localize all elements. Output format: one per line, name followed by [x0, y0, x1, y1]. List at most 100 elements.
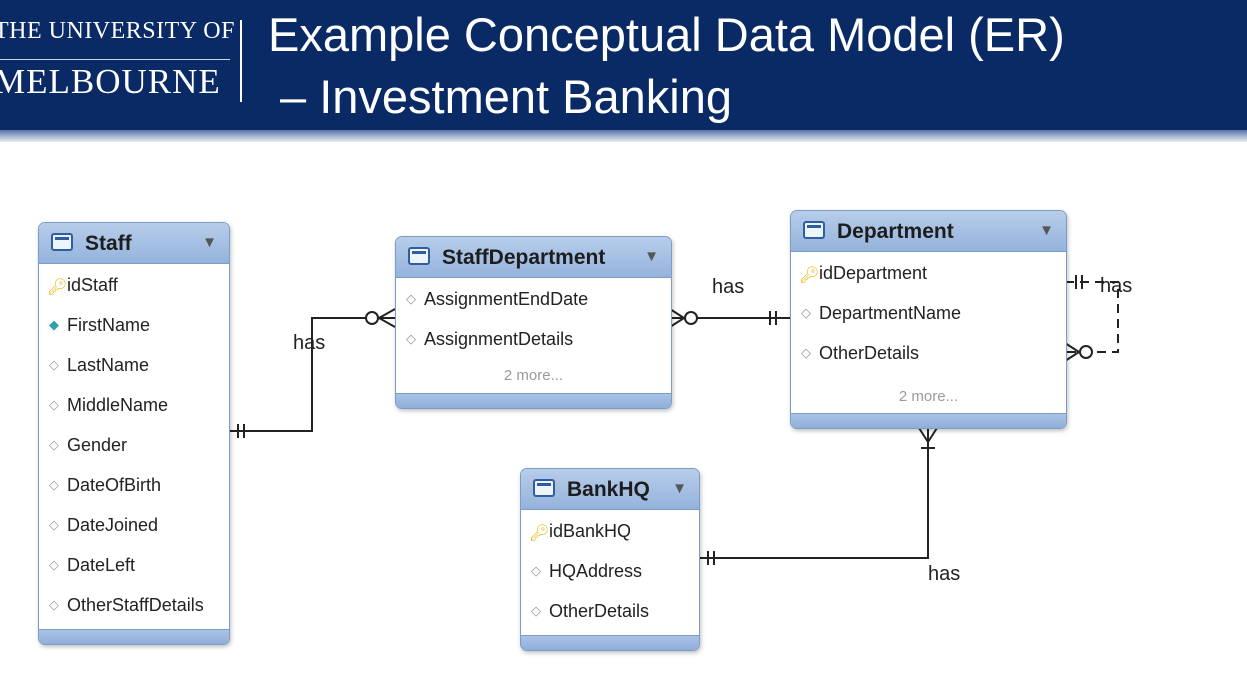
attribute-label: idBankHQ: [549, 521, 632, 541]
slide-title: Example Conceptual Data Model (ER) – Inv…: [268, 4, 1065, 128]
entity-name: StaffDepartment: [442, 246, 606, 269]
attribute-row[interactable]: ◇LastName: [39, 349, 229, 389]
attribute-row[interactable]: ◇ DateJoined: [39, 509, 229, 549]
table-icon: [533, 479, 555, 497]
entity-name: Department: [837, 220, 954, 243]
rel-line-bankhq-dept: [698, 428, 929, 559]
crow-f: [1064, 351, 1080, 362]
entity-header[interactable]: Staff ▼: [39, 223, 229, 264]
attribute-row[interactable]: ◇ DateLeft: [39, 549, 229, 589]
table-icon: [803, 221, 825, 239]
entity-header[interactable]: BankHQ ▼: [521, 469, 699, 510]
crow-b: [378, 317, 396, 328]
slide-title-line-2: – Investment Banking: [280, 70, 732, 123]
diamond-icon: ◇: [49, 517, 59, 532]
dropdown-arrow-icon[interactable]: ▼: [672, 480, 687, 497]
rel-label-staffdept-dept: has: [712, 276, 745, 298]
diamond-icon: ◇: [406, 331, 416, 346]
attribute-label: AssignmentEndDate: [424, 289, 589, 309]
dropdown-arrow-icon[interactable]: ▼: [202, 234, 217, 251]
entity-header[interactable]: StaffDepartment ▼: [396, 237, 671, 278]
university-logo: THE UNIVERSITY OF MELBOURNE: [0, 18, 234, 108]
attribute-label: DateLeft: [67, 555, 136, 575]
key-icon: 🔑︎: [47, 279, 68, 296]
slide-title-line-1: Example Conceptual Data Model (ER): [268, 8, 1065, 61]
attribute-label: FirstName: [67, 315, 151, 335]
attribute-label: DateJoined: [67, 515, 159, 535]
attribute-label: HQAddress: [549, 561, 643, 581]
attribute-row[interactable]: ◇ OtherDetails: [521, 595, 699, 635]
logo-divider: [240, 20, 242, 102]
crow-c: [669, 308, 685, 319]
attribute-row[interactable]: ◇ HQAddress: [521, 555, 699, 595]
crow-e: [1064, 342, 1080, 353]
entity-footer: [396, 393, 671, 408]
diamond-icon: ◇: [49, 357, 59, 372]
entity-footer: [521, 635, 699, 650]
attribute-row[interactable]: ◇ AssignmentDetails: [396, 323, 671, 363]
attribute-row[interactable]: ◇ DepartmentName: [791, 297, 1066, 337]
dropdown-arrow-icon[interactable]: ▼: [644, 248, 659, 265]
attribute-row[interactable]: 🔑︎idDepartment: [791, 257, 1066, 297]
rel-label-staff-staffdept: has: [293, 332, 326, 354]
logo-rule: [0, 59, 230, 60]
diamond-icon: ◇: [49, 477, 59, 492]
diamond-icon: ◇: [49, 397, 59, 412]
diamond-icon: ◇: [49, 437, 59, 452]
diamond-icon: ◇: [406, 291, 416, 306]
entity-footer: [791, 413, 1066, 428]
attribute-label: DepartmentName: [819, 303, 962, 323]
more-attributes-link[interactable]: 2 more...: [503, 367, 564, 384]
table-icon: [408, 247, 430, 265]
crow-g: [918, 427, 929, 443]
rel-label-bankhq-dept: has: [928, 563, 961, 585]
attribute-row[interactable]: ◇ AssignmentEndDate: [396, 283, 671, 323]
attribute-label: OtherStaffDetails: [67, 595, 204, 615]
attribute-row[interactable]: ◇ MiddleName: [39, 389, 229, 429]
entity-staff-department[interactable]: StaffDepartment ▼ ◇ AssignmentEndDate ◇ As…: [395, 236, 672, 409]
logo-line-1: THE UNIVERSITY OF: [0, 18, 235, 44]
attribute-row[interactable]: 🔑︎idBankHQ: [521, 515, 699, 555]
mark-zero-staffdept: [365, 311, 379, 325]
attribute-row[interactable]: ◇ DateOfBirth: [39, 469, 229, 509]
key-icon: 🔑︎: [799, 267, 820, 284]
key-icon: 🔑︎: [529, 525, 550, 542]
slide-header: THE UNIVERSITY OF MELBOURNE Example Conc…: [0, 0, 1247, 130]
crow-a: [378, 308, 396, 319]
attribute-label: idStaff: [67, 275, 118, 295]
attribute-row[interactable]: 🔑︎idStaff: [39, 269, 229, 309]
entity-header[interactable]: Department ▼: [791, 211, 1066, 252]
diamond-icon: ◇: [531, 603, 541, 618]
diamond-icon: ◇: [49, 597, 59, 612]
crow-d: [669, 317, 685, 328]
diamond-icon: ◇: [801, 305, 811, 320]
attribute-label: DateOfBirth: [67, 475, 162, 495]
entity-bank-hq[interactable]: BankHQ ▼ 🔑︎idBankHQ ◇ HQAddress ◇ OtherDet…: [520, 468, 700, 651]
attribute-label: AssignmentDetails: [424, 329, 574, 349]
attribute-row[interactable]: ◇ OtherStaffDetails: [39, 589, 229, 629]
attribute-row[interactable]: ◆ FirstName: [39, 309, 229, 349]
attribute-label: OtherDetails: [819, 343, 920, 363]
logo-line-2: MELBOURNE: [0, 62, 221, 101]
attribute-label: Gender: [67, 435, 128, 455]
more-attributes-link[interactable]: 2 more...: [898, 388, 959, 405]
attribute-row[interactable]: ◇ OtherDetails: [791, 337, 1066, 377]
entity-staff[interactable]: Staff ▼ 🔑︎idStaff ◆ FirstName ◇LastName ◇…: [38, 222, 230, 645]
diamond-icon: ◇: [801, 345, 811, 360]
entity-department[interactable]: Department ▼ 🔑︎idDepartment ◇ DepartmentN…: [790, 210, 1067, 429]
diamond-icon: ◇: [49, 557, 59, 572]
rel-label-dept-self: has: [1100, 275, 1133, 297]
attribute-label: OtherDetails: [549, 601, 650, 621]
dropdown-arrow-icon[interactable]: ▼: [1039, 222, 1054, 239]
diamond-icon: ◇: [531, 563, 541, 578]
attribute-label: MiddleName: [67, 395, 169, 415]
header-shadow: [0, 130, 1247, 142]
entity-footer: [39, 629, 229, 644]
entity-name: BankHQ: [567, 478, 650, 501]
filled-diamond-icon: ◆: [49, 317, 59, 332]
table-icon: [51, 233, 73, 251]
mark-zero-self: [1079, 345, 1093, 359]
attribute-label: idDepartment: [819, 263, 928, 283]
attribute-row[interactable]: ◇ Gender: [39, 429, 229, 469]
